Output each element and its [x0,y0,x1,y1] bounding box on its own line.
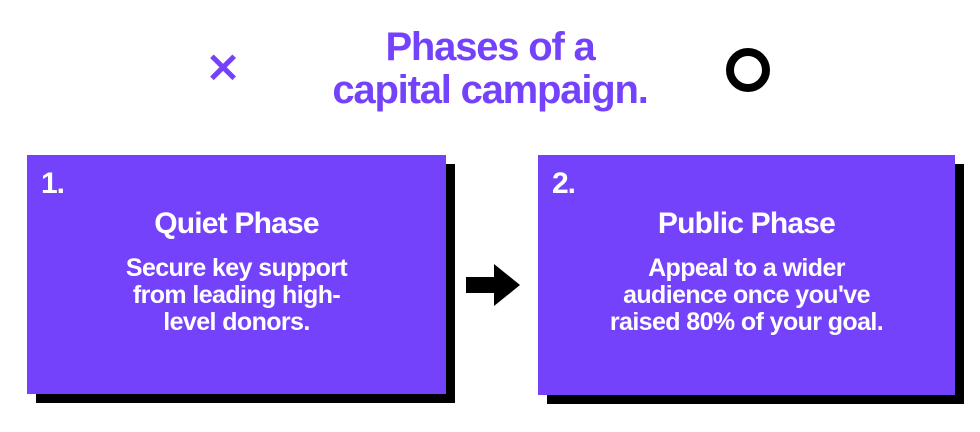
arrow-right-icon [464,262,522,308]
circle-outline-icon [726,48,770,92]
card-description-line: raised 80% of your goal. [609,308,884,336]
card-surface: 1. Quiet Phase Secure key support from l… [27,155,446,394]
card-description: Secure key support from leading high- le… [45,255,428,336]
card-description-line: from leading high- [132,281,341,309]
card-description-line: Secure key support [125,254,348,282]
card-heading: Quiet Phase [154,207,319,240]
x-mark-icon: × [204,41,242,92]
card-description-line: Appeal to a wider [648,254,845,282]
title-line-2: capital campaign. [332,68,648,112]
card-surface: 2. Public Phase Appeal to a wider audien… [538,155,955,395]
title-line-1: Phases of a [385,25,595,69]
card-content: Quiet Phase Secure key support from lead… [41,207,432,336]
header: × Phases of a capital campaign. [0,0,980,150]
phase-card-2[interactable]: 2. Public Phase Appeal to a wider audien… [538,155,964,404]
phase-cards-row: 1. Quiet Phase Secure key support from l… [0,150,980,432]
card-description-line: level donors. [163,308,310,336]
card-number: 1. [41,167,65,200]
card-number: 2. [552,167,576,200]
card-description-line: audience once you've [623,281,870,309]
page-title: Phases of a capital campaign. [190,26,790,112]
phase-card-1[interactable]: 1. Quiet Phase Secure key support from l… [27,155,455,403]
card-heading: Public Phase [657,207,836,240]
card-content: Public Phase Appeal to a wider audience … [552,207,941,336]
card-description: Appeal to a wider audience once you've r… [556,255,937,336]
